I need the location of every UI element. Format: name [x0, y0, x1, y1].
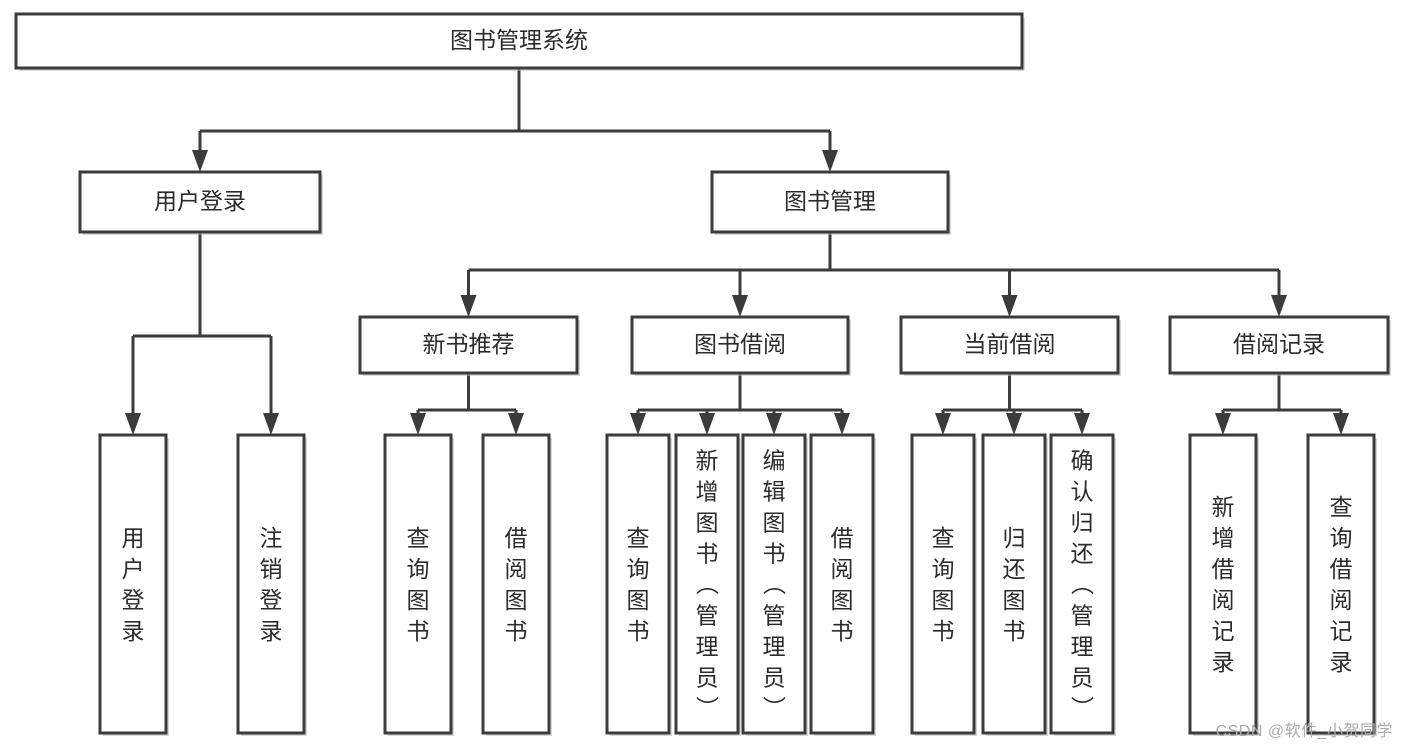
- node-leaf_logout[interactable]: 注销登录: [236, 433, 307, 736]
- node-label: 用户登录: [122, 525, 145, 644]
- node-root[interactable]: 图书管理系统: [14, 12, 1025, 71]
- arrow-head: [1215, 413, 1231, 435]
- arrow-head: [1074, 413, 1090, 435]
- arrow-head: [822, 150, 838, 172]
- node-leaf_confirm_return[interactable]: 确认归还（管理员）: [1049, 433, 1116, 736]
- node-box[interactable]: [14, 12, 1024, 70]
- arrow-head: [630, 413, 646, 435]
- connector-group: [410, 373, 524, 435]
- node-box[interactable]: [481, 433, 551, 735]
- node-label: 用户登录: [154, 188, 246, 214]
- connector-group: [125, 232, 279, 435]
- connector-layer: [125, 68, 1349, 435]
- node-label: 查询图书: [627, 525, 650, 644]
- connector-group: [460, 232, 1287, 317]
- node-box[interactable]: [981, 433, 1047, 735]
- node-label: 注销登录: [260, 525, 283, 644]
- node-leaf_query_book_1[interactable]: 查询图书: [383, 433, 454, 736]
- node-box[interactable]: [1188, 433, 1258, 735]
- node-leaf_query_book_3[interactable]: 查询图书: [910, 433, 977, 736]
- node-box[interactable]: [236, 433, 306, 735]
- node-label: 新书推荐: [423, 331, 515, 357]
- node-label: 图书借阅: [694, 331, 786, 357]
- node-layer: 图书管理系统用户登录图书管理新书推荐图书借阅当前借阅借阅记录用户登录注销登录查询…: [14, 12, 1391, 736]
- node-leaf_add_book[interactable]: 新增图书（管理员）: [674, 433, 741, 736]
- node-box[interactable]: [1168, 315, 1390, 375]
- arrow-head: [192, 150, 208, 172]
- arrow-head: [263, 413, 279, 435]
- node-box[interactable]: [358, 315, 579, 375]
- arrow-head: [935, 413, 951, 435]
- node-label: 查询图书: [932, 525, 955, 644]
- node-box[interactable]: [1306, 433, 1376, 735]
- node-label: 确认归还（管理员）: [1071, 448, 1095, 722]
- arrow-head: [834, 413, 850, 435]
- arrow-head: [699, 413, 715, 435]
- node-label: 图书管理系统: [450, 27, 588, 53]
- node-label: 新增图书（管理员）: [696, 448, 720, 722]
- arrow-head: [460, 295, 477, 317]
- arrow-head: [125, 413, 141, 435]
- arrow-head: [1001, 295, 1018, 317]
- arrow-head: [508, 413, 524, 435]
- node-label: 归还图书: [1003, 525, 1026, 644]
- node-leaf_add_record[interactable]: 新增借阅记录: [1188, 433, 1259, 736]
- node-box[interactable]: [674, 433, 740, 735]
- arrow-head: [1006, 413, 1022, 435]
- node-box[interactable]: [1049, 433, 1115, 735]
- node-box[interactable]: [383, 433, 453, 735]
- node-label: 当前借阅: [964, 331, 1056, 357]
- node-label: 借阅图书: [505, 525, 528, 644]
- node-label: 借阅记录: [1233, 331, 1325, 357]
- node-current_borrow[interactable]: 当前借阅: [899, 315, 1121, 376]
- arrow-head: [1271, 295, 1287, 317]
- node-leaf_user_login[interactable]: 用户登录: [98, 433, 169, 736]
- node-box[interactable]: [98, 433, 168, 735]
- node-label: 新增借阅记录: [1212, 494, 1235, 675]
- node-box[interactable]: [630, 315, 850, 375]
- node-leaf_query_book_2[interactable]: 查询图书: [605, 433, 672, 736]
- arrow-head: [1333, 413, 1349, 435]
- node-label: 查询图书: [407, 525, 430, 644]
- node-box[interactable]: [910, 433, 976, 735]
- node-leaf_edit_book[interactable]: 编辑图书（管理员）: [741, 433, 808, 736]
- node-new_book_rec[interactable]: 新书推荐: [358, 315, 580, 376]
- node-borrow_record[interactable]: 借阅记录: [1168, 315, 1391, 376]
- node-box[interactable]: [78, 170, 322, 234]
- node-label: 借阅图书: [831, 525, 854, 644]
- node-box[interactable]: [710, 170, 950, 234]
- connector-group: [935, 373, 1090, 435]
- node-leaf_query_record[interactable]: 查询借阅记录: [1306, 433, 1377, 736]
- node-label: 编辑图书（管理员）: [763, 448, 787, 722]
- arrow-head: [732, 295, 748, 317]
- node-box[interactable]: [741, 433, 807, 735]
- arrow-head: [410, 413, 426, 435]
- node-book_borrow[interactable]: 图书借阅: [630, 315, 851, 376]
- node-box[interactable]: [899, 315, 1120, 375]
- node-box[interactable]: [809, 433, 875, 735]
- node-user_login[interactable]: 用户登录: [78, 170, 323, 235]
- connector-group: [630, 373, 850, 435]
- node-leaf_borrow_book_2[interactable]: 借阅图书: [809, 433, 876, 736]
- node-book_mgmt[interactable]: 图书管理: [710, 170, 951, 235]
- connector-group: [1215, 373, 1349, 435]
- node-box[interactable]: [605, 433, 671, 735]
- arrow-head: [766, 413, 782, 435]
- node-label: 图书管理: [784, 188, 876, 214]
- connector-group: [192, 68, 838, 172]
- node-leaf_borrow_book_1[interactable]: 借阅图书: [481, 433, 552, 736]
- node-leaf_return_book[interactable]: 归还图书: [981, 433, 1048, 736]
- node-label: 查询借阅记录: [1330, 494, 1353, 675]
